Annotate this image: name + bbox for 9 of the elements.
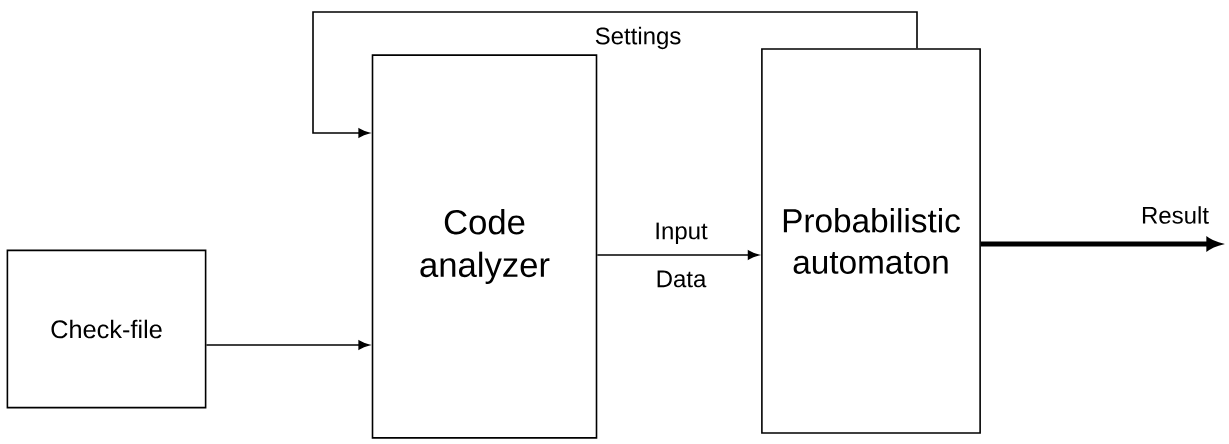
edge-label: Result bbox=[1142, 206, 1209, 224]
edge-label: Input Data bbox=[656, 222, 708, 288]
process-box: Probabilistic automaton bbox=[761, 48, 981, 434]
arrow bbox=[312, 11, 918, 138]
arrow bbox=[205, 340, 370, 350]
process-box: Code analyzer bbox=[371, 54, 598, 439]
arrow bbox=[596, 250, 759, 260]
process-box: Check-file bbox=[6, 249, 207, 409]
edge-label: Settings bbox=[595, 26, 681, 50]
